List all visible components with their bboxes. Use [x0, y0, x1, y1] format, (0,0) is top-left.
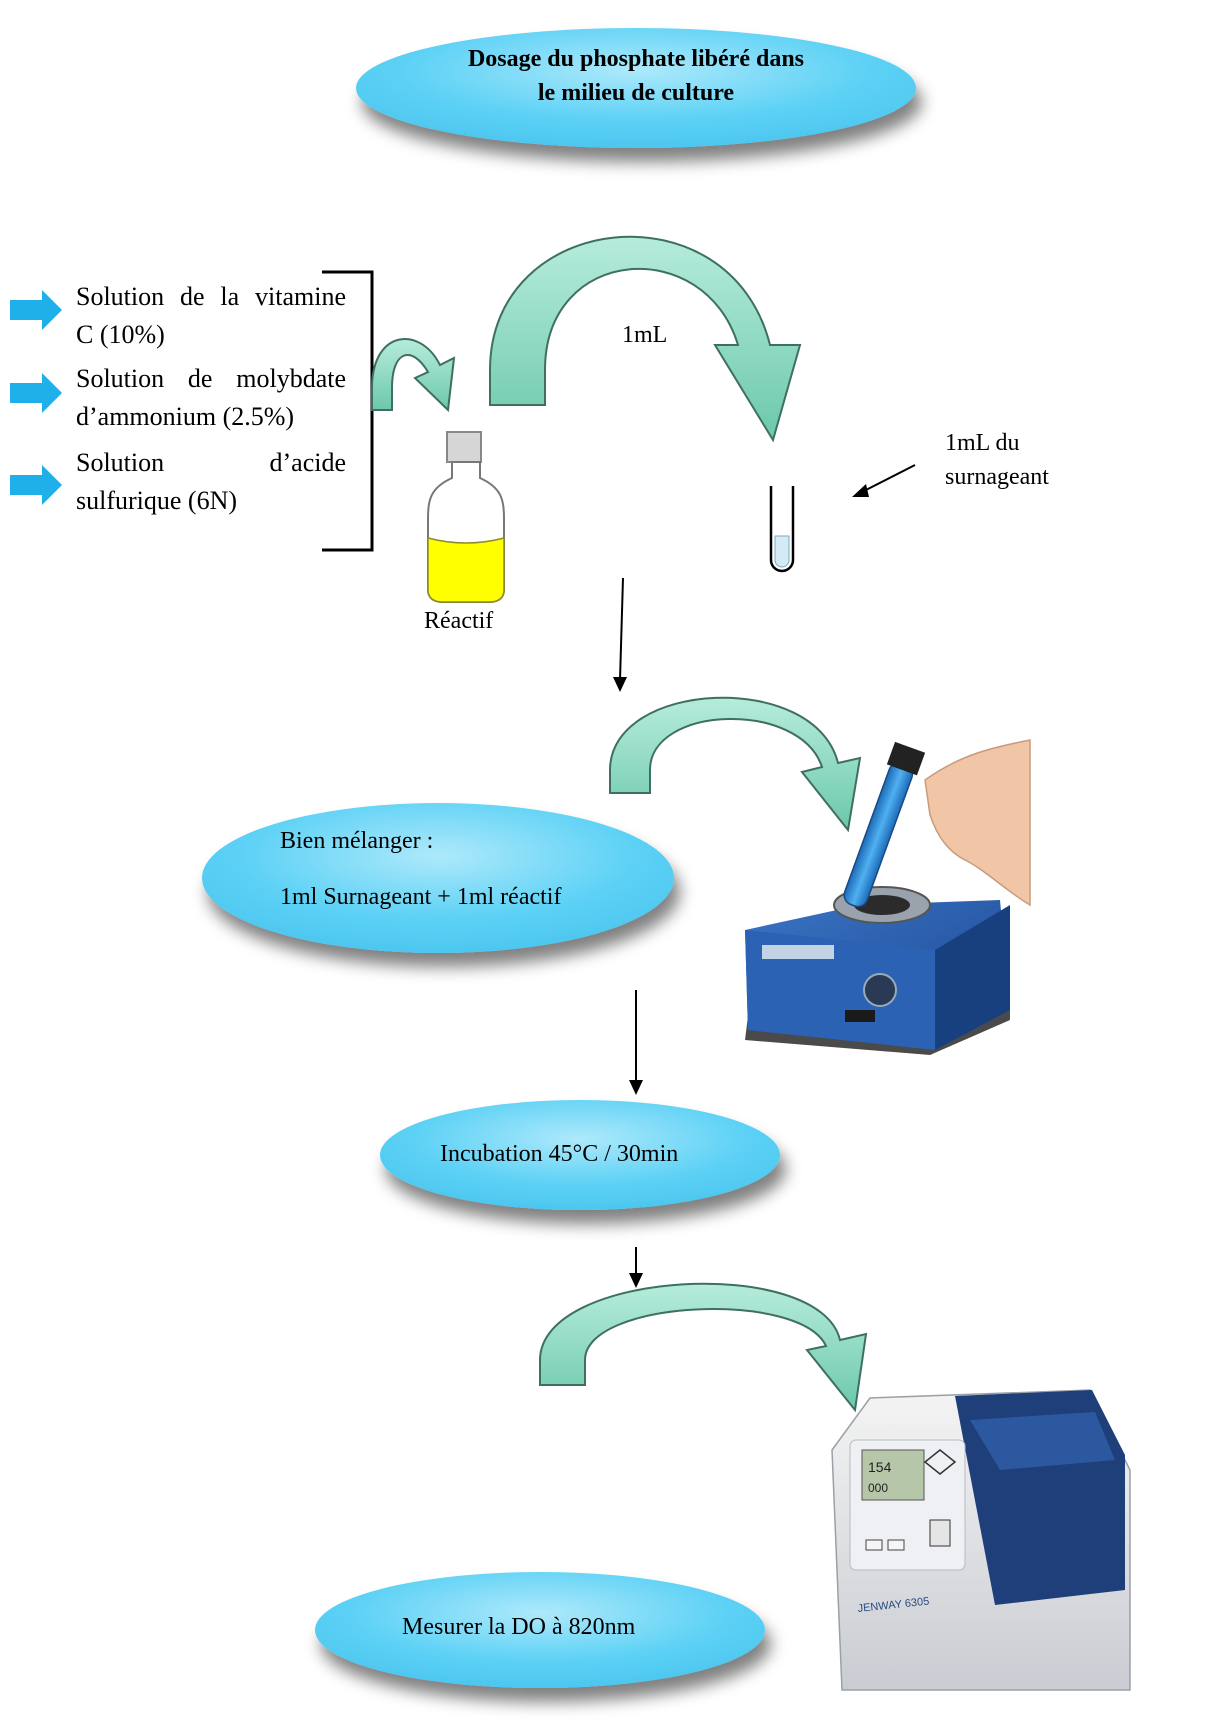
supernatant-tube	[769, 486, 795, 573]
down-arrow	[629, 990, 643, 1095]
reagent-line: d’ammonium (2.5%)	[76, 402, 295, 431]
down-arrow	[613, 577, 627, 692]
measure-arrow	[539, 1282, 868, 1413]
incubation-ellipse	[380, 1100, 780, 1210]
transfer-arrow	[489, 235, 802, 443]
reagent-line: sulfurique (6N)	[76, 486, 238, 515]
reagent-bottle-label: Réactif	[424, 608, 494, 634]
mix-step-text: Bien mélanger : 1ml Surnageant + 1ml réa…	[280, 826, 660, 912]
title-line-1: Dosage du phosphate libéré dans	[467, 46, 805, 72]
reagent-bottle	[427, 431, 505, 603]
reagent-line: Solution de la vitamine	[76, 282, 346, 311]
reagent-item: Solution de la vitamine C (10%)	[76, 278, 346, 354]
reagent-line: Solution d’acide	[76, 448, 346, 477]
transfer-volume-label: 1mL	[622, 322, 668, 348]
title-ellipse	[356, 28, 916, 148]
down-arrow	[629, 1247, 643, 1288]
vortex-mixer	[745, 886, 1010, 1055]
reagent-item: Solution d’acide sulfurique (6N)	[76, 444, 346, 520]
mix-ellipse	[202, 803, 674, 953]
reagent-list: Solution de la vitamine C (10%) Solution…	[76, 278, 346, 520]
hand	[924, 739, 1031, 907]
spectro-display-reading: 154	[868, 1459, 892, 1475]
title-line-2: le milieu de culture	[537, 80, 735, 106]
spectro-display-reading2: 000	[868, 1481, 888, 1495]
spectrophotometer: 154 000 JENWAY 6305	[831, 1389, 1131, 1691]
bullet-arrow-icon	[10, 290, 62, 330]
mix-step-line-2: 1ml Surnageant + 1ml réactif	[280, 884, 562, 910]
reagent-item: Solution de molybdate d’ammonium (2.5%)	[76, 360, 346, 436]
supernatant-label-line-2: surnageant	[945, 464, 1049, 490]
bullet-arrow-icon	[10, 373, 62, 413]
mix-arrow	[609, 696, 862, 833]
supernatant-pointer-arrow	[852, 464, 916, 497]
vortex-tube	[843, 741, 926, 908]
reagent-line: C (10%)	[76, 320, 165, 349]
bullet-arrow-icon	[10, 465, 62, 505]
mix-step-line-1: Bien mélanger :	[280, 828, 434, 854]
supernatant-label: 1mL du surnageant	[945, 426, 1105, 494]
supernatant-label-line-1: 1mL du	[945, 430, 1020, 456]
measure-ellipse	[315, 1572, 765, 1688]
reagent-add-arrow	[371, 338, 456, 413]
reagent-line: Solution de molybdate	[76, 364, 346, 393]
measure-step-text: Mesurer la DO à 820nm	[402, 1614, 636, 1640]
incubation-step-text: Incubation 45°C / 30min	[440, 1141, 679, 1167]
diagram-title: Dosage du phosphate libéré dans le milie…	[380, 42, 892, 110]
